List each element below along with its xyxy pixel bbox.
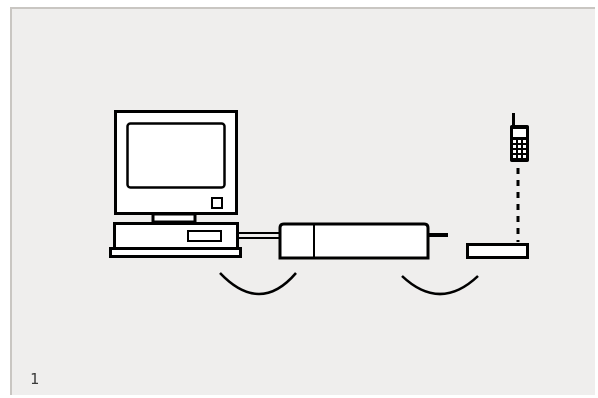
dock-icon — [280, 224, 448, 258]
cable-icon — [238, 233, 280, 238]
rotation-arc-right — [402, 276, 478, 294]
cell-phone-icon — [510, 113, 529, 162]
rotation-arc-left — [220, 273, 296, 294]
step-number: 1 — [30, 370, 39, 388]
desktop-case-icon — [111, 224, 241, 257]
monitor-icon — [116, 112, 237, 223]
base-station-icon — [468, 245, 528, 258]
